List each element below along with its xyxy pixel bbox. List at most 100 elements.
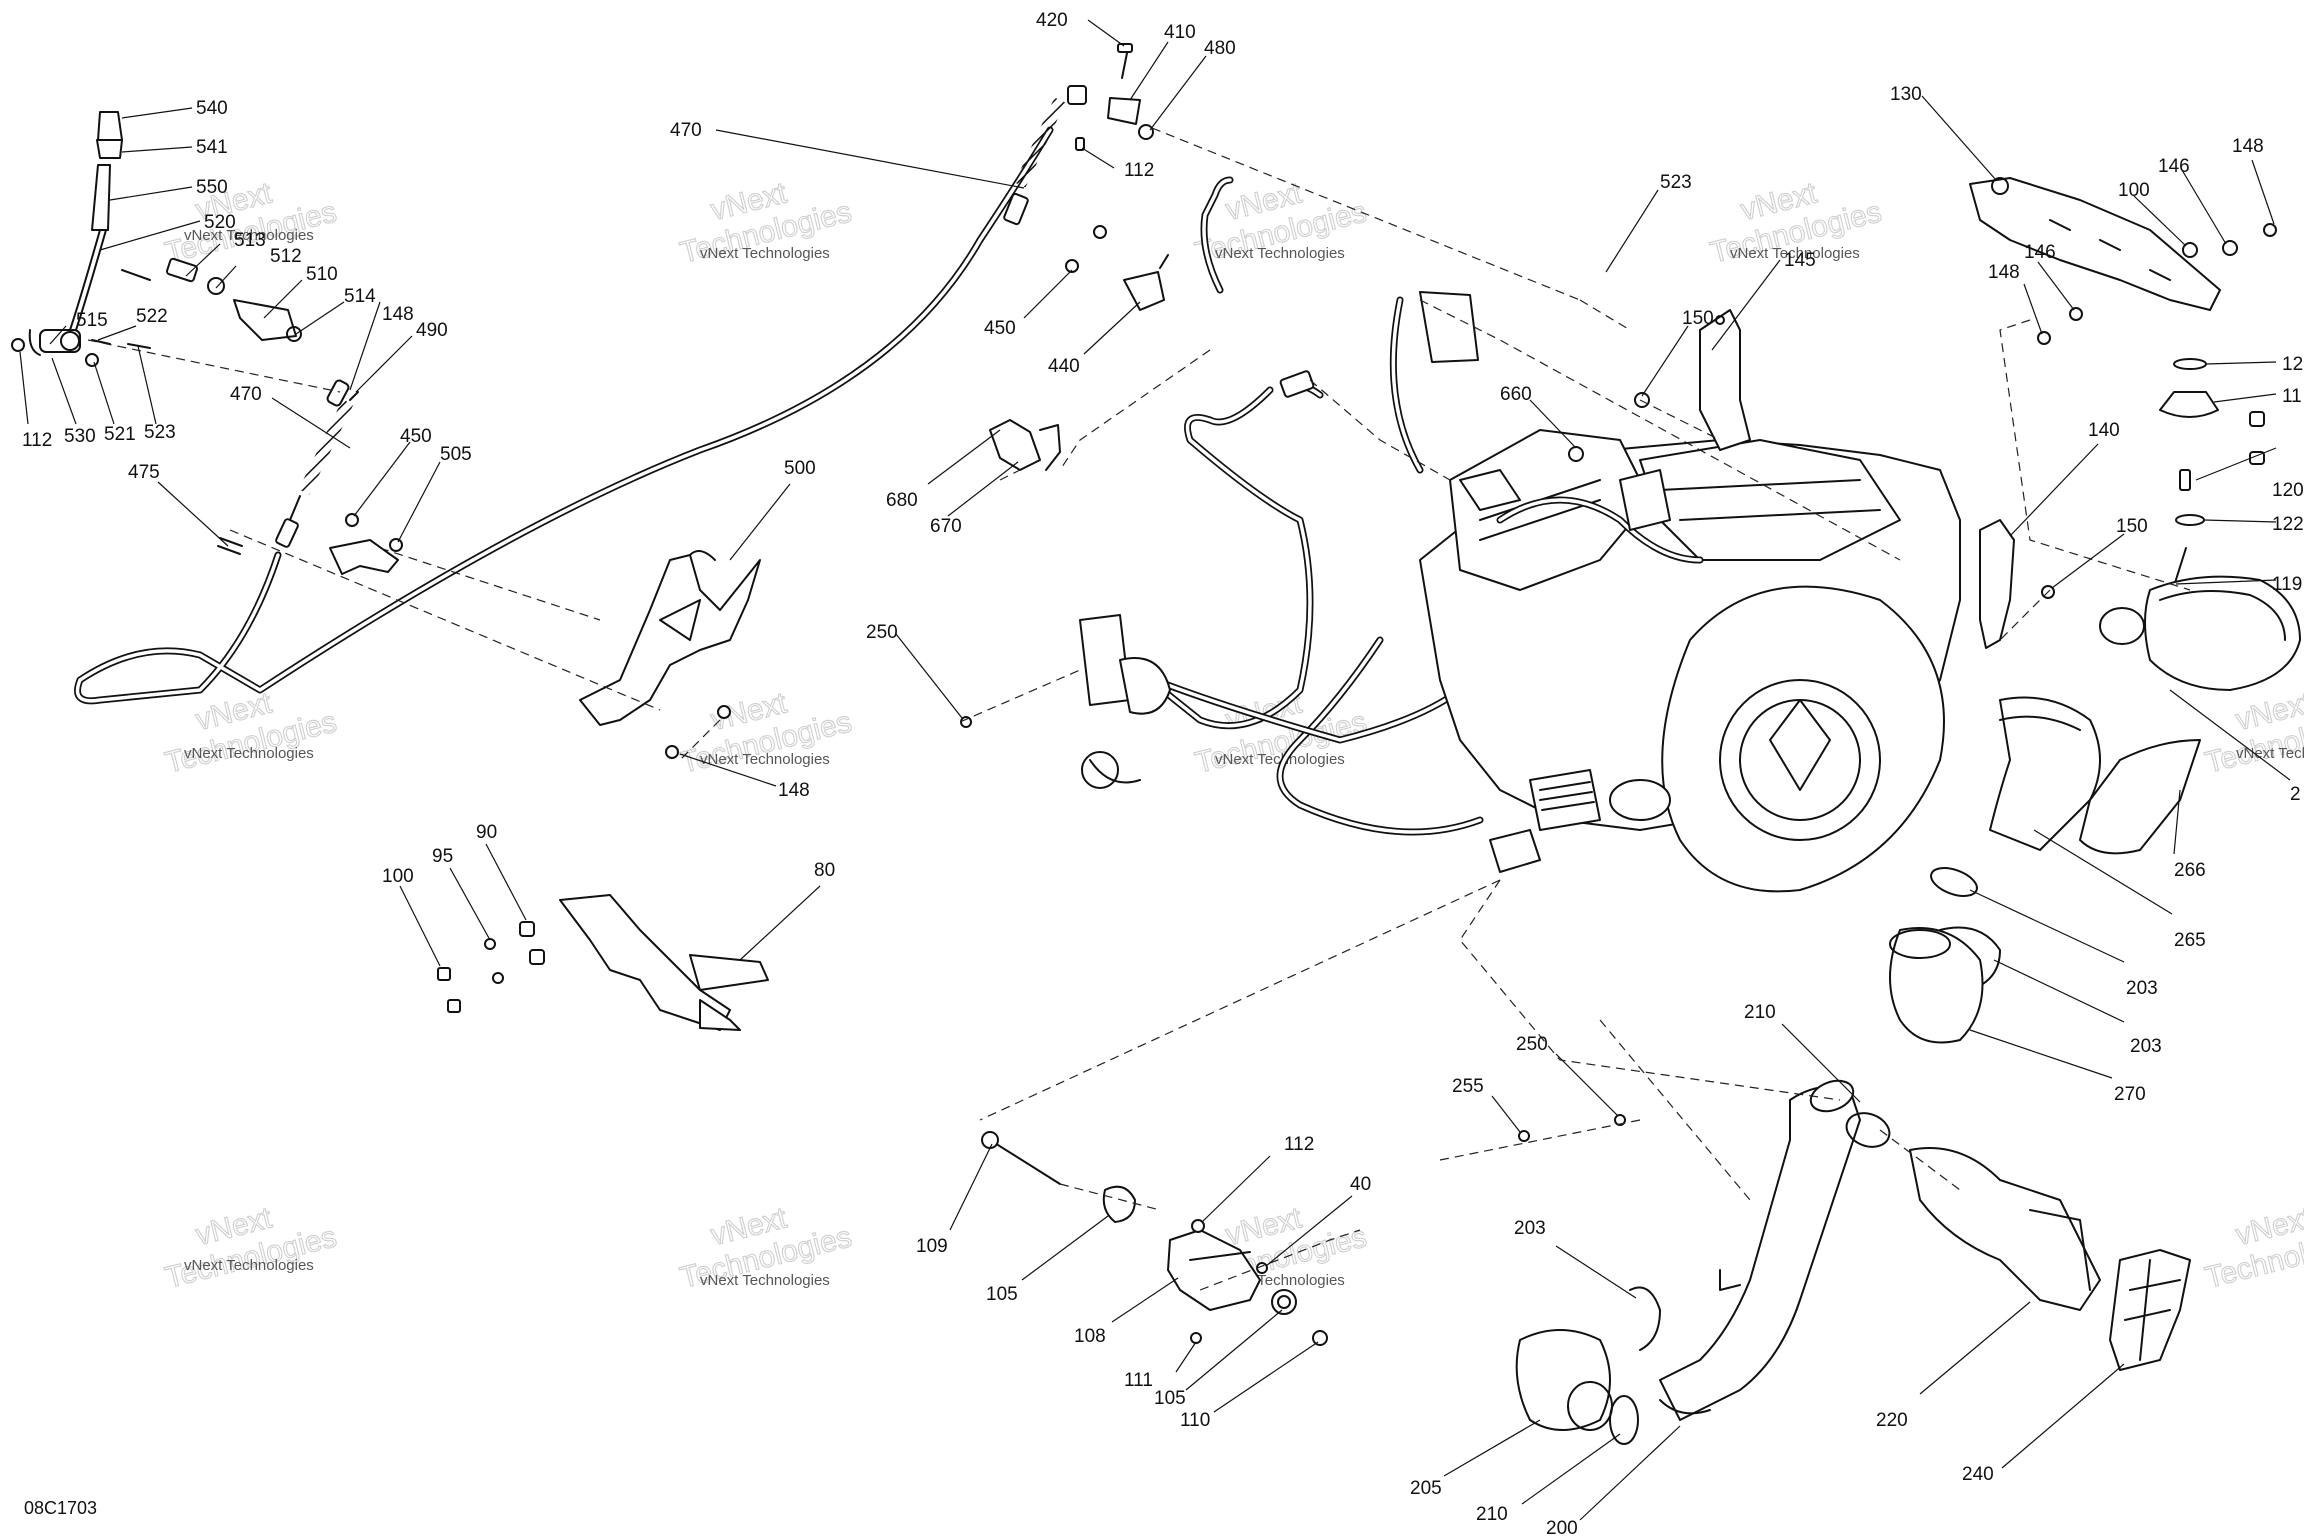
callout-520: 520 bbox=[204, 212, 236, 233]
clamp-210 bbox=[1845, 1112, 1891, 1148]
callout-240: 240 bbox=[1962, 1464, 1994, 1485]
washer-255 bbox=[1518, 1130, 1530, 1142]
callout-150: 150 bbox=[2116, 516, 2148, 537]
watermark-text: vNext Technologies bbox=[700, 245, 830, 262]
watermark-text: vNext Technologies bbox=[184, 227, 314, 244]
bracket-145 bbox=[1634, 309, 1751, 451]
watermark: vNext Technologies bbox=[161, 176, 340, 270]
callout-100: 100 bbox=[382, 866, 414, 887]
callout-490: 490 bbox=[416, 320, 448, 341]
callout-109: 109 bbox=[916, 1236, 948, 1257]
callout-leaders bbox=[19, 19, 2291, 1521]
callout-80: 80 bbox=[814, 860, 835, 881]
watermark-text: vNext Technologies bbox=[700, 1272, 830, 1289]
bracket-140 bbox=[1979, 519, 2015, 649]
callout-12x: 12 bbox=[2282, 354, 2303, 375]
nut-660 bbox=[1568, 446, 1584, 462]
callout-2x: 2 bbox=[2290, 784, 2301, 805]
callout-265: 265 bbox=[2174, 930, 2206, 951]
watermark-text: vNext Technologies bbox=[1730, 245, 1860, 262]
bolt-250-lower bbox=[1614, 1114, 1626, 1126]
callout-110: 110 bbox=[1180, 1410, 1210, 1431]
shift-bracket bbox=[11, 329, 81, 356]
rubber-mount bbox=[2159, 358, 2265, 587]
callout-148: 148 bbox=[778, 780, 810, 801]
callout-410: 410 bbox=[1164, 22, 1196, 43]
callout-514: 514 bbox=[344, 286, 376, 307]
callout-95: 95 bbox=[432, 846, 453, 867]
callout-112: 112 bbox=[1284, 1134, 1314, 1155]
bracket-505 bbox=[329, 513, 403, 575]
callout-105: 105 bbox=[986, 1284, 1018, 1305]
small-hardware-left bbox=[85, 257, 302, 367]
part-475 bbox=[217, 537, 243, 555]
callout-122: 122 bbox=[2272, 514, 2304, 535]
callout-112: 112 bbox=[22, 430, 52, 451]
wiring-harness bbox=[960, 176, 1484, 836]
callout-541: 541 bbox=[196, 137, 228, 158]
callout-146: 146 bbox=[2158, 156, 2190, 177]
callout-540: 540 bbox=[196, 98, 228, 119]
callout-505: 505 bbox=[440, 444, 472, 465]
watermark-text: vNext Technologies bbox=[700, 751, 830, 768]
shift-cable-spring-left bbox=[275, 379, 359, 548]
heat-shield-266 bbox=[2079, 739, 2201, 855]
callout-90: 90 bbox=[476, 822, 497, 843]
callout-labels: 540 541 550 520 513 512 510 514 148 490 … bbox=[22, 10, 2304, 1536]
callout-530: 530 bbox=[64, 426, 96, 447]
accelerator-pedal bbox=[437, 894, 769, 1031]
callout-270: 270 bbox=[2114, 1084, 2146, 1105]
watermark-text: vNext Technologies bbox=[1215, 751, 1345, 768]
callout-108: 108 bbox=[1074, 1326, 1106, 1347]
callout-119: 119 bbox=[2272, 574, 2302, 595]
callout-203: 203 bbox=[2126, 978, 2158, 999]
callout-200: 200 bbox=[1546, 1518, 1578, 1536]
shift-cable bbox=[74, 126, 1054, 705]
callout-470: 470 bbox=[670, 120, 702, 141]
watermark-text: vNext Technologies bbox=[184, 1257, 314, 1274]
callout-420: 420 bbox=[1036, 10, 1068, 31]
callout-670: 670 bbox=[930, 516, 962, 537]
callout-523: 523 bbox=[1660, 172, 1692, 193]
watermark: vNext Technologies bbox=[161, 1201, 340, 1295]
clamp-203 bbox=[1930, 867, 1978, 897]
callout-148: 148 bbox=[2232, 136, 2264, 157]
callout-210: 210 bbox=[1744, 1002, 1776, 1023]
callout-148: 148 bbox=[1988, 262, 2020, 283]
callout-470: 470 bbox=[230, 384, 262, 405]
parts-layer bbox=[11, 43, 2301, 1445]
callout-440: 440 bbox=[1048, 356, 1080, 377]
callout-513: 513 bbox=[234, 230, 266, 251]
callout-550: 550 bbox=[196, 177, 228, 198]
callout-523: 523 bbox=[144, 422, 176, 443]
callout-205: 205 bbox=[1410, 1478, 1442, 1499]
air-duct-220 bbox=[1909, 1147, 2101, 1311]
callout-210: 210 bbox=[1476, 1504, 1508, 1525]
diagram-reference: 08C1703 bbox=[24, 1498, 97, 1518]
callout-11x: 11 bbox=[2282, 386, 2302, 407]
callout-120: 120 bbox=[2272, 480, 2304, 501]
intake-tube-200 bbox=[1659, 1079, 1861, 1421]
callout-203: 203 bbox=[2130, 1036, 2162, 1057]
callout-510: 510 bbox=[306, 264, 338, 285]
callout-203: 203 bbox=[1514, 1218, 1546, 1239]
callout-140: 140 bbox=[2088, 420, 2120, 441]
clamp-203b bbox=[1939, 926, 2001, 991]
shift-knob bbox=[69, 111, 123, 331]
callout-112: 112 bbox=[1124, 160, 1154, 181]
callout-521: 521 bbox=[104, 424, 136, 445]
air-duct-right bbox=[2099, 575, 2301, 691]
callout-500: 500 bbox=[784, 458, 816, 479]
callout-100: 100 bbox=[2118, 180, 2150, 201]
filter-grille-240 bbox=[2109, 1249, 2191, 1371]
callout-680: 680 bbox=[886, 490, 918, 511]
clamp-210-lower bbox=[1609, 1395, 1639, 1445]
small-hardware-top bbox=[1075, 43, 1154, 151]
callout-250: 250 bbox=[866, 622, 898, 643]
callout-146: 146 bbox=[2024, 242, 2056, 263]
mount-plate-130 bbox=[1969, 177, 2277, 345]
watermark-text: vNext Technologies bbox=[2236, 745, 2304, 762]
callout-480: 480 bbox=[1204, 38, 1236, 59]
pedal-bracket-500 bbox=[579, 550, 761, 759]
